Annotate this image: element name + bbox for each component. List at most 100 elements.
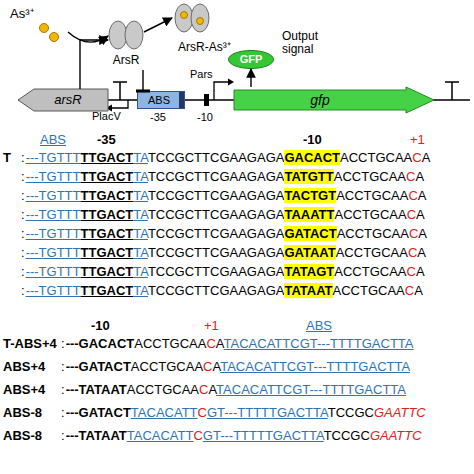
minus10-box: ---TATAAT — [66, 428, 127, 443]
sequence: TCCGCTTCGAAGAGA — [148, 188, 285, 203]
complex-label: ArsR-As³⁺ — [178, 38, 231, 55]
sequence: TCCGC — [324, 428, 370, 443]
sequence-row: ABS+4:---GATACTACCTGCAACATACACATTCGT---T… — [3, 359, 410, 375]
minus10-box: ---GATACT — [66, 359, 131, 374]
sequence-row: :---TGTTTTTGACTTATCCGCTTCGAAGAGAGATACTAC… — [3, 226, 427, 242]
minus35-box: TTGACT — [81, 245, 134, 260]
sequence-row: :---TGTTTTTGACTTATCCGCTTCGAAGAGATATGTTAC… — [3, 169, 424, 185]
position-header: -10 — [91, 318, 110, 334]
gene-arrow: arsR — [18, 89, 108, 111]
minus35-box: TTGACT — [81, 150, 134, 165]
minus35-box: TTGACT — [81, 188, 134, 203]
minus10-box: TATGTT — [284, 169, 333, 184]
minus35-box: TTGACT — [81, 283, 134, 298]
abs-sequence: ---TGTTT — [26, 207, 81, 222]
row-name: ABS+4 — [3, 382, 61, 398]
sequence: ACCTGCAA — [134, 336, 206, 351]
row-name: T-ABS+4 — [3, 336, 61, 352]
sequence: A — [414, 283, 423, 298]
minus10-box: GATAAT — [284, 245, 335, 260]
sequence: A — [422, 150, 431, 165]
site-label: ABS — [138, 92, 180, 108]
abs-sequence: ---TGTTT — [26, 283, 81, 298]
sequence-row: ABS+4:---TATAATACCTGCAACATACACATTCGT---T… — [3, 382, 406, 398]
minus10-box: ---GACACT — [66, 336, 135, 351]
colon: : — [21, 188, 25, 203]
start-site: C — [412, 150, 421, 165]
minus10-box: TATAAT — [284, 283, 332, 298]
sequence: ACCTGCAA — [340, 150, 412, 165]
minus10-box: GATACT — [284, 226, 336, 241]
start-site: C — [198, 405, 207, 420]
sequence-row: :---TGTTTTTGACTTATCCGCTTCGAAGAGATATAATAC… — [3, 283, 423, 299]
sequence: ACCTGCAA — [334, 207, 406, 222]
abs-sequence: ---TGTTT — [26, 150, 81, 165]
connector-arrow — [144, 18, 172, 32]
colon: : — [21, 226, 25, 241]
abs-sequence: TA — [133, 150, 148, 165]
abs-sequence: ---TGTTT — [26, 245, 81, 260]
minus35-box: TTGACT — [81, 169, 134, 184]
binding-site-box: ABS — [137, 91, 185, 109]
start-site: C — [406, 264, 415, 279]
abs-sequence: TA — [133, 207, 148, 222]
sequence: TCCGCTTCGAAGAGA — [148, 150, 285, 165]
promoter-arrow — [112, 100, 128, 108]
minus10-box: GACACT — [284, 150, 340, 165]
ion-label: As³⁺ — [10, 4, 34, 22]
sequence: TCCGC — [328, 405, 374, 420]
abs-sequence: ---TGTTT — [26, 188, 81, 203]
abs-header: ABS — [40, 132, 66, 148]
sequence-row: T-ABS+4:---GACACTACCTGCAACATACACATTCGT--… — [3, 336, 413, 352]
sequence: TCCGCTTCGAAGAGA — [148, 283, 285, 298]
sequence: TCCGCTTCGAAGAGA — [148, 264, 285, 279]
minus35-box: TTGACT — [81, 207, 134, 222]
abs-sequence: TA — [133, 264, 148, 279]
core-site-bar — [179, 92, 184, 108]
abs-sequence: TA — [133, 283, 148, 298]
sequence: A — [415, 169, 424, 184]
reporter-gene-arrow: gfp — [234, 87, 434, 113]
repressor-dimer: ArsR — [108, 20, 144, 70]
sequence-row: ABS-8:---TATAATTACACATTCGT---TTTTTGACTTA… — [3, 428, 422, 444]
colon: : — [61, 336, 65, 351]
sequence: ACCTGCAA — [336, 245, 408, 260]
connector-arrow — [142, 70, 143, 91]
restriction-site: GAATTC — [370, 428, 422, 443]
connector-arrow — [68, 32, 108, 42]
sequence: TCCGCTTCGAAGAGA — [148, 207, 285, 222]
restriction-site: GAATTC — [374, 405, 426, 420]
promoter-name: Pars — [190, 68, 213, 80]
colon: : — [61, 382, 65, 397]
minus35-box: TTGACT — [81, 226, 134, 241]
abs-sequence: ---TGTTT — [26, 169, 81, 184]
sequence: A — [216, 336, 224, 351]
sequence: ACCTGCAA — [131, 359, 203, 374]
sequence: TCCGCTTCGAAGAGA — [148, 169, 285, 184]
sequence: A — [417, 245, 426, 260]
abs-sequence: ---TGTTT — [26, 226, 81, 241]
start-site: C — [409, 226, 418, 241]
sequence: A — [212, 359, 220, 374]
colon: : — [61, 428, 65, 443]
promoter-name: PlacV — [92, 110, 121, 122]
start-site: C — [407, 207, 416, 222]
output-note: Output signal — [282, 30, 328, 56]
abs-sequence: TACACATTCGT---TTTTGACTTA — [224, 336, 414, 351]
colon: : — [21, 169, 25, 184]
sequence: ACCTGCAA — [334, 169, 406, 184]
minus10-box: TATAGT — [284, 264, 334, 279]
element-position: -35 — [150, 111, 166, 123]
terminator-symbol — [445, 82, 459, 100]
protein-label: ArsR — [108, 53, 144, 67]
start-site: C — [203, 359, 212, 374]
colon: : — [21, 245, 25, 260]
promoter-arrowhead — [228, 79, 234, 86]
position-header: -35 — [97, 132, 116, 148]
gene-label: arsR — [28, 89, 108, 111]
abs-header: ABS — [306, 318, 332, 334]
abs-sequence: TACACATT — [127, 428, 194, 443]
connector-arrow — [80, 40, 108, 89]
start-site: C — [406, 169, 415, 184]
